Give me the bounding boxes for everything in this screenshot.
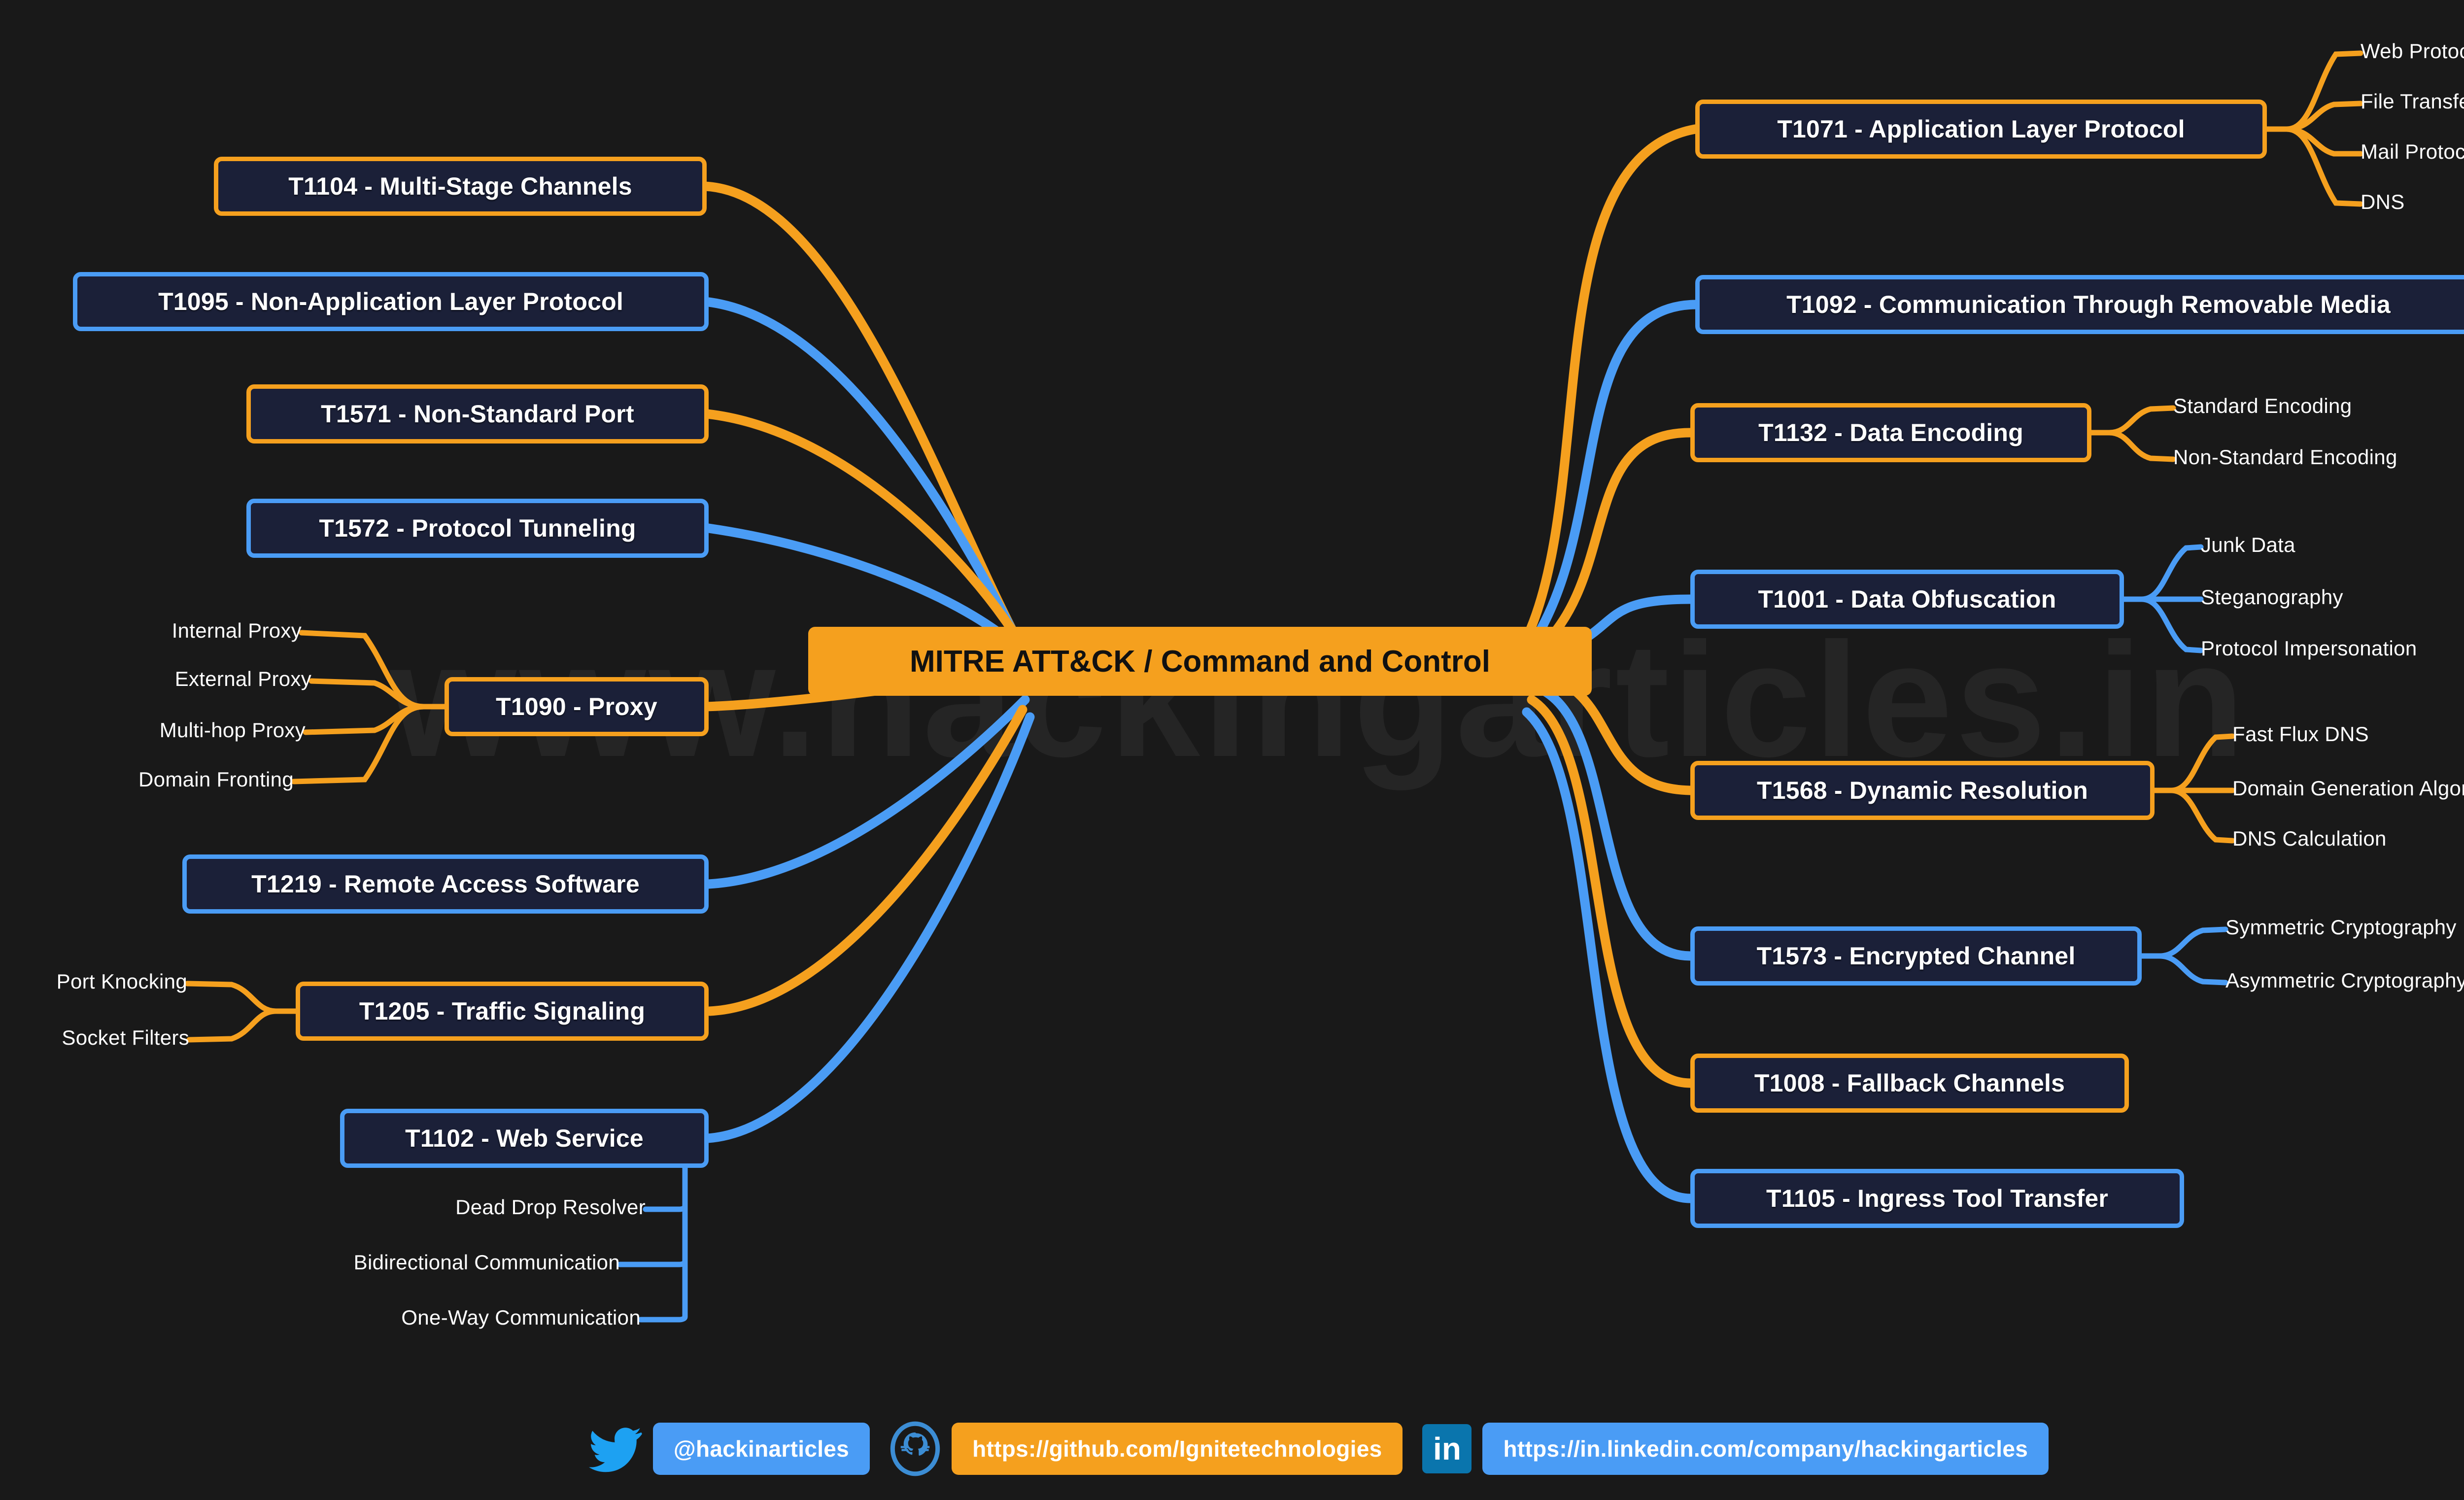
leaf-mail-protocols: Mail Protocols: [2361, 140, 2464, 163]
node-t1090-proxy[interactable]: T1090 - Proxy: [445, 677, 709, 736]
node-t1095-non-application-layer-protocol[interactable]: T1095 - Non-Application Layer Protocol: [73, 272, 709, 331]
center-node-command-and-control[interactable]: MITRE ATT&CK / Command and Control: [808, 627, 1592, 696]
leaf-file-transfer-protocols: File Transfer Protocols: [2361, 90, 2464, 113]
twitter-handle-pill[interactable]: @hackinarticles: [652, 1423, 870, 1475]
github-url-pill[interactable]: https://github.com/Ignitetechnologies: [952, 1423, 1403, 1475]
leaf-internal-proxy: Internal Proxy: [171, 619, 302, 642]
leaf-junk-data: Junk Data: [2201, 533, 2295, 556]
leaf-symmetric-cryptography: Symmetric Cryptography: [2225, 916, 2457, 939]
node-t1105-ingress-tool-transfer[interactable]: T1105 - Ingress Tool Transfer: [1690, 1169, 2184, 1228]
leaf-dns-calculation: DNS Calculation: [2232, 827, 2387, 850]
leaf-asymmetric-cryptography: Asymmetric Cryptography: [2225, 969, 2464, 992]
node-t1071-application-layer-protocol[interactable]: T1071 - Application Layer Protocol: [1695, 100, 2267, 159]
leaf-multi-hop-proxy: Multi-hop Proxy: [159, 718, 306, 742]
leaf-web-protocols: Web Protocols: [2361, 39, 2464, 63]
linkedin-group[interactable]: in https://in.linkedin.com/company/hacki…: [1422, 1423, 2049, 1475]
node-t1102-web-service[interactable]: T1102 - Web Service: [340, 1109, 709, 1168]
leaf-protocol-impersonation: Protocol Impersonation: [2201, 637, 2417, 660]
node-t1219-remote-access-software[interactable]: T1219 - Remote Access Software: [182, 854, 709, 914]
linkedin-url-pill[interactable]: https://in.linkedin.com/company/hackinga…: [1482, 1423, 2049, 1475]
node-t1571-non-standard-port[interactable]: T1571 - Non-Standard Port: [246, 384, 709, 443]
social-footer: @hackinarticles https://github.com/Ignit…: [0, 1421, 2464, 1476]
leaf-domain-fronting: Domain Fronting: [138, 768, 294, 791]
linkedin-in-icon[interactable]: in: [1422, 1424, 1472, 1473]
node-t1572-protocol-tunneling[interactable]: T1572 - Protocol Tunneling: [246, 499, 709, 558]
node-t1008-fallback-channels[interactable]: T1008 - Fallback Channels: [1690, 1054, 2129, 1113]
node-t1132-data-encoding[interactable]: T1132 - Data Encoding: [1690, 403, 2091, 462]
github-cat-icon[interactable]: [890, 1421, 941, 1476]
node-t1568-dynamic-resolution[interactable]: T1568 - Dynamic Resolution: [1690, 761, 2155, 820]
node-t1205-traffic-signaling[interactable]: T1205 - Traffic Signaling: [296, 982, 709, 1041]
leaf-external-proxy: External Proxy: [174, 667, 311, 690]
leaf-non-standard-encoding: Non-Standard Encoding: [2173, 445, 2397, 469]
node-t1001-data-obfuscation[interactable]: T1001 - Data Obfuscation: [1690, 570, 2124, 629]
github-group[interactable]: https://github.com/Ignitetechnologies: [890, 1421, 1403, 1476]
leaf-bidirectional-communication: Bidirectional Communication: [353, 1251, 620, 1274]
twitter-bird-icon[interactable]: [588, 1422, 642, 1475]
node-t1573-encrypted-channel[interactable]: T1573 - Encrypted Channel: [1690, 926, 2142, 986]
leaf-port-knocking: Port Knocking: [56, 970, 187, 993]
leaf-standard-encoding: Standard Encoding: [2173, 394, 2352, 417]
node-t1092-communication-through-removable-media[interactable]: T1092 - Communication Through Removable …: [1695, 275, 2464, 334]
leaf-dns: DNS: [2361, 190, 2405, 213]
leaf-dead-drop-resolver: Dead Drop Resolver: [455, 1195, 646, 1219]
leaf-one-way-communication: One-Way Communication: [401, 1306, 641, 1329]
leaf-socket-filters: Socket Filters: [62, 1026, 189, 1049]
leaf-steganography: Steganography: [2201, 585, 2343, 609]
twitter-group[interactable]: @hackinarticles: [588, 1422, 870, 1475]
leaf-domain-generation-algorithms: Domain Generation Algorithms: [2232, 777, 2464, 800]
node-t1104-multi-stage-channels[interactable]: T1104 - Multi-Stage Channels: [214, 157, 707, 216]
leaf-fast-flux-dns: Fast Flux DNS: [2232, 722, 2369, 746]
